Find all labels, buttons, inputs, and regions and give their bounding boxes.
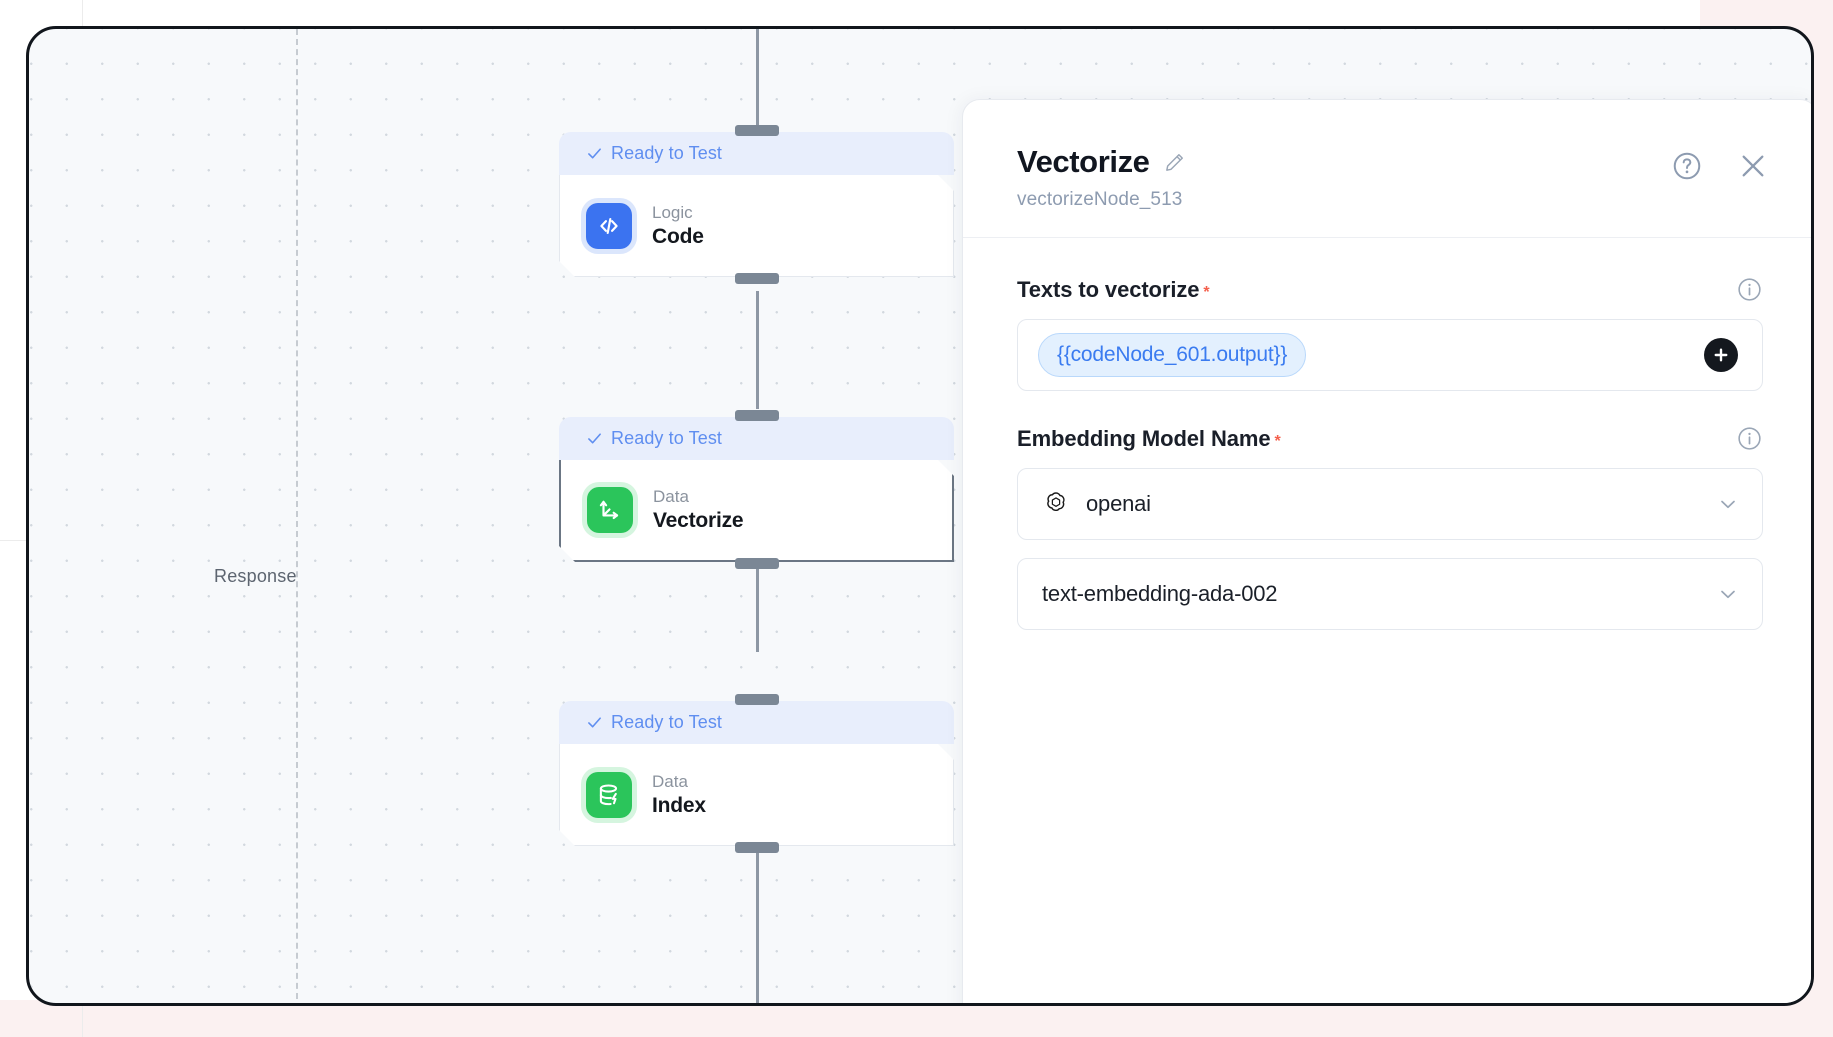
chevron-down-icon[interactable] [1716, 492, 1740, 516]
close-icon[interactable] [1737, 150, 1769, 182]
inspector-title-row: Vectorize [1017, 144, 1763, 180]
node-id-label: vectorizeNode_513 [1017, 189, 1183, 210]
node-status-bar: Ready to Test [559, 701, 954, 744]
field-texts-to-vectorize: Texts to vectorize* {{codeNode_601.outpu… [1017, 276, 1763, 391]
openai-logo-icon [1042, 490, 1070, 518]
embedding-model-value: text-embedding-ada-002 [1042, 581, 1278, 606]
node-body[interactable]: Data Index [559, 744, 954, 846]
node-inspector-panel: Vectorize vectorizeNode_513 [962, 99, 1811, 1003]
node-status-label: Ready to Test [611, 428, 723, 448]
node-body[interactable]: Data Vectorize [559, 460, 954, 562]
page-title: Vectorize [1017, 144, 1150, 179]
inspector-header: Vectorize vectorizeNode_513 [963, 100, 1811, 238]
node-handle-top[interactable] [734, 410, 779, 421]
required-marker: * [1203, 283, 1210, 301]
check-icon [588, 717, 601, 728]
node-text-group: Data Index [652, 772, 706, 818]
field-label: Embedding Model Name [1017, 425, 1271, 451]
vector-axes-icon [587, 487, 633, 533]
embedding-provider-select[interactable]: openai [1017, 468, 1763, 540]
node-handle-bottom[interactable] [734, 842, 779, 853]
field-label-group: Embedding Model Name* [1017, 426, 1281, 452]
edge-wire-bottom [756, 777, 759, 1003]
flow-node-vectorize[interactable]: Ready to Test Data Vectorize [559, 410, 954, 569]
node-text-group: Data Vectorize [653, 487, 743, 533]
node-handle-top[interactable] [734, 125, 779, 136]
node-text-group: Logic Code [652, 203, 704, 249]
node-handle-bottom[interactable] [734, 558, 779, 569]
info-circle-icon[interactable] [1736, 425, 1763, 452]
node-status-label: Ready to Test [611, 143, 723, 163]
node-category-label: Data [652, 771, 688, 791]
node-status-bar: Ready to Test [559, 132, 954, 175]
inspector-header-actions [1671, 150, 1769, 182]
edge-wire-top [756, 29, 759, 159]
node-handle-bottom[interactable] [734, 273, 779, 284]
check-icon [588, 433, 601, 444]
node-title-label: Code [652, 224, 704, 248]
node-status-bar: Ready to Test [559, 417, 954, 460]
edge-wire-vectorize-to-index [756, 534, 759, 652]
variable-token-chip[interactable]: {{codeNode_601.output}} [1038, 333, 1307, 377]
flow-node-code[interactable]: Ready to Test Logic Code [559, 125, 954, 284]
field-label-row: Texts to vectorize* [1017, 276, 1763, 303]
node-handle-top[interactable] [734, 694, 779, 705]
canvas-lane-divider [296, 29, 298, 1003]
edge-wire-code-to-vectorize [756, 291, 759, 409]
workflow-canvas[interactable]: Response Ready to Test Logic Code [26, 26, 1814, 1006]
required-marker: * [1274, 432, 1281, 450]
pencil-icon[interactable] [1163, 151, 1186, 174]
info-circle-icon[interactable] [1736, 276, 1763, 303]
help-circle-icon[interactable] [1671, 150, 1703, 182]
code-icon [586, 203, 632, 249]
texts-to-vectorize-input[interactable]: {{codeNode_601.output}} [1017, 319, 1763, 391]
database-bolt-icon [586, 772, 632, 818]
node-status-label: Ready to Test [611, 712, 723, 732]
node-category-label: Logic [652, 202, 693, 222]
node-body[interactable]: Logic Code [559, 175, 954, 277]
field-label-row: Embedding Model Name* [1017, 425, 1763, 452]
field-embedding-model-name: Embedding Model Name* [1017, 425, 1763, 630]
field-label-group: Texts to vectorize* [1017, 277, 1210, 303]
node-title-label: Vectorize [653, 509, 744, 532]
embedding-provider-value: openai [1086, 491, 1151, 516]
flow-node-index[interactable]: Ready to Test Data Index [559, 694, 954, 853]
embedding-model-select[interactable]: text-embedding-ada-002 [1017, 558, 1763, 630]
add-token-button[interactable] [1704, 338, 1738, 372]
response-lane-label: Response [214, 566, 297, 586]
field-label: Texts to vectorize [1017, 276, 1200, 302]
chevron-down-icon[interactable] [1716, 582, 1740, 606]
check-icon [588, 148, 601, 159]
node-title-label: Index [652, 793, 706, 817]
node-category-label: Data [653, 487, 689, 506]
inspector-body: Texts to vectorize* {{codeNode_601.outpu… [963, 238, 1811, 630]
